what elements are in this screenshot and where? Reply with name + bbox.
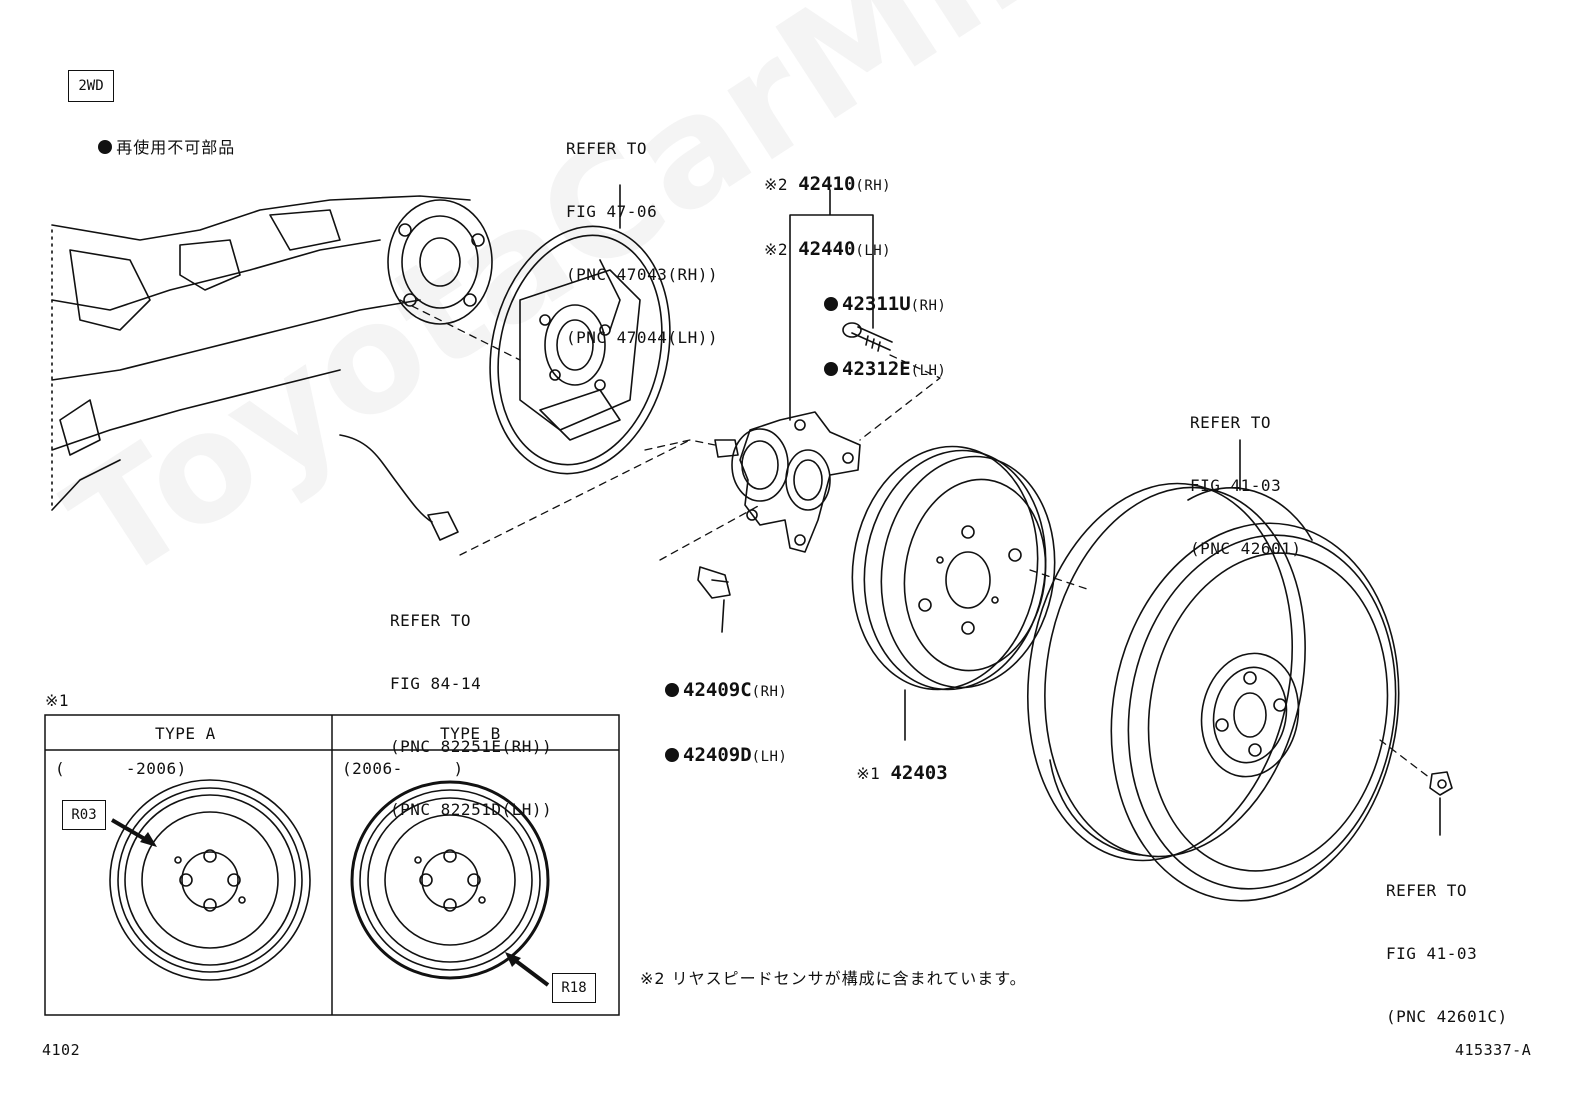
part-number[interactable]: 42312E <box>842 358 911 380</box>
non-reusable-dot-icon <box>824 362 838 376</box>
figure-code-right: 415337-A <box>1455 1041 1532 1059</box>
leader-lines <box>619 184 1441 836</box>
wheel-reference: REFER TO FIG 41-03 (PNC 42601) <box>1190 370 1301 580</box>
part-number[interactable]: 42403 <box>890 762 948 784</box>
ref-line: FIG 84-14 <box>390 674 482 693</box>
ref-line: (PNC 82251D(LH)) <box>390 800 553 819</box>
backing-plate-reference: REFER TO FIG 47-06 (PNC 47043(RH)) (PNC … <box>566 96 718 369</box>
note-mark: ※2 <box>764 175 789 194</box>
hub-nut-callout: 42409C(RH) 42409D(LH) <box>665 638 787 789</box>
type-b-range: (2006- ) <box>342 759 464 778</box>
wheel-drawing <box>1026 482 1400 902</box>
side-label: (LH) <box>855 243 892 259</box>
ref-line: FIG 41-03 <box>1190 476 1282 495</box>
note-mark: ※2 <box>764 240 789 259</box>
speed-sensor-reference: REFER TO FIG 84-14 (PNC 82251E(RH)) (PNC… <box>390 568 552 841</box>
backing-plate-drawing <box>489 225 671 475</box>
ref-line: FIG 41-03 <box>1386 944 1478 963</box>
ref-line: (PNC 82251E(RH)) <box>390 737 553 756</box>
type-a-title: TYPE A <box>155 724 216 743</box>
part-number[interactable]: 42410 <box>798 173 856 195</box>
non-reusable-dot-icon <box>665 748 679 762</box>
ref-line: (PNC 42601C) <box>1386 1007 1508 1026</box>
side-label: (LH) <box>910 363 947 379</box>
non-reusable-dot-icon <box>665 683 679 697</box>
part-number[interactable]: 42311U <box>842 293 911 315</box>
ref-line: FIG 47-06 <box>566 202 658 221</box>
part-number[interactable]: 42409D <box>683 744 752 766</box>
brake-drum-drawing <box>851 445 1056 691</box>
ref-line: REFER TO <box>1386 881 1468 900</box>
legend-label: 再使用不可部品 <box>116 138 236 157</box>
non-reusable-dot-icon <box>824 297 838 311</box>
ref-line: (PNC 47043(RH)) <box>566 265 718 284</box>
non-reusable-legend: 再使用不可部品 <box>78 116 235 158</box>
drive-type-badge: 2WD <box>68 70 114 102</box>
part-number[interactable]: 42409C <box>683 679 752 701</box>
inset-drum-type-b <box>350 780 550 980</box>
hub-bolt-drawing <box>842 322 893 352</box>
side-label: (RH) <box>751 684 788 700</box>
inset-mark: ※1 <box>45 691 70 710</box>
ref-line: REFER TO <box>1190 413 1272 432</box>
axle-beam-drawing <box>51 195 493 511</box>
wheel-nut-reference: REFER TO FIG 41-03 (PNC 42601C) <box>1386 838 1508 1048</box>
ref-line: (PNC 42601) <box>1190 539 1302 558</box>
type-a-range: ( -2006) <box>55 759 187 778</box>
assembly-axis-lines <box>399 299 1431 779</box>
hub-bolt-callout: 42311U(RH) 42312E(LH) <box>824 252 946 403</box>
brake-drum-callout: ※1 42403 <box>836 742 948 784</box>
type-b-title: TYPE B <box>440 724 501 743</box>
hub-bearing-callout: ※2 42410(RH) ※2 42440(LH) <box>764 132 891 283</box>
ref-line: REFER TO <box>390 611 472 630</box>
side-label: (LH) <box>751 749 788 765</box>
inset-drums <box>109 779 550 981</box>
ref-line: (PNC 47044(LH)) <box>566 328 718 347</box>
nut-bolt-drawing <box>697 566 731 599</box>
non-reusable-dot-icon <box>98 140 113 154</box>
speed-sensor-drawing <box>339 434 459 541</box>
side-label: (RH) <box>910 298 947 314</box>
hub-bearing-drawing <box>714 411 861 553</box>
inset-table-frame <box>44 714 620 1016</box>
ref-line: REFER TO <box>566 139 648 158</box>
inset-drum-type-a <box>109 779 311 981</box>
part-number[interactable]: 42440 <box>798 238 856 260</box>
page-code-left: 4102 <box>42 1041 81 1059</box>
type-a-tag: R03 <box>62 800 106 830</box>
type-b-tag: R18 <box>552 973 596 1003</box>
speed-sensor-note: ※2 リヤスピードセンサが構成に含まれています。 <box>640 969 1027 988</box>
wheel-nut-drawing <box>1429 771 1453 796</box>
side-label: (RH) <box>855 178 892 194</box>
note-mark: ※1 <box>856 764 881 783</box>
